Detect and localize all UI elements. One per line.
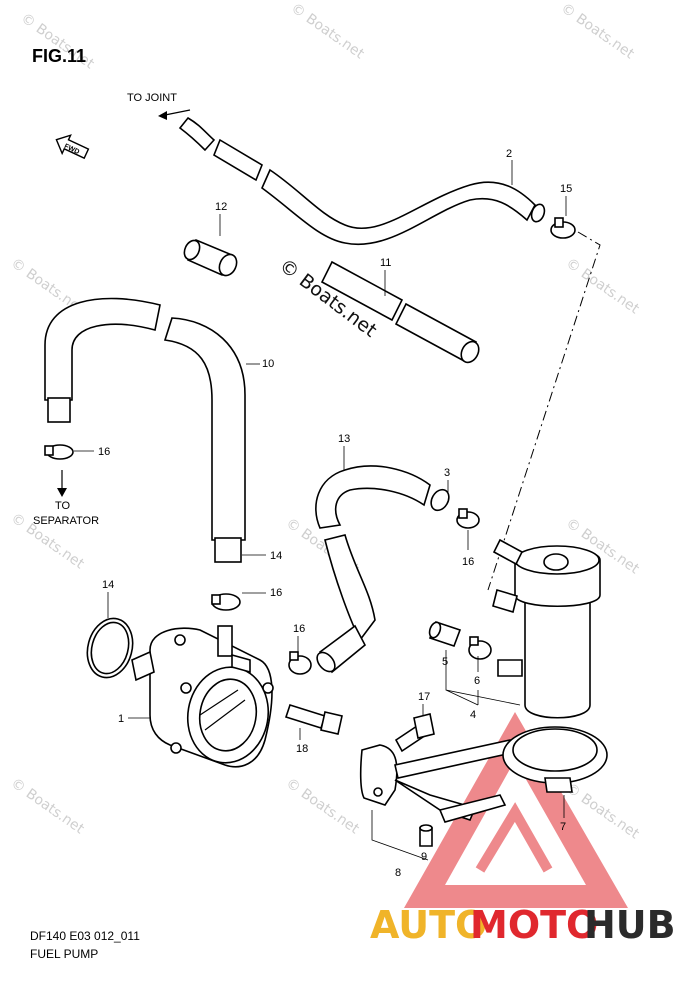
figure-code: DF140 E03 012_011: [30, 929, 140, 943]
fuel-filter: [492, 538, 601, 719]
callout-16: 16: [293, 623, 305, 635]
callout-16: 16: [270, 587, 282, 599]
part-14-o-ring: [86, 617, 134, 679]
figure-name: FUEL PUMP: [30, 947, 98, 961]
callout-15: 14: [270, 550, 282, 562]
part-17-bolt: [394, 713, 435, 753]
callout-9: 9: [421, 851, 427, 863]
logo-text-auto: AUTO: [370, 903, 487, 947]
callout-16: 16: [98, 446, 110, 458]
arrow-head-icon: [158, 111, 167, 120]
watermark-text: © Boats.net: [558, 0, 638, 62]
watermark-text: © Boats.net: [8, 775, 88, 837]
watermark-text: © Boats.net: [288, 0, 368, 62]
watermark-text: © Boats.net: [563, 255, 643, 317]
callout-1: 1: [118, 713, 124, 725]
to-separator-label-1: TO: [55, 500, 71, 512]
callout-11: 11: [380, 257, 391, 269]
callout-10: 10: [262, 358, 274, 370]
figure-title: FIG.11: [32, 46, 86, 66]
to-joint-label: TO JOINT: [127, 92, 177, 104]
watermark-text: © Boats.net: [283, 775, 363, 837]
automotohub-logo: AUTO MOTO HUB: [370, 712, 676, 947]
callout-16: 16: [462, 556, 474, 568]
callout-16: 15: [560, 183, 572, 195]
leader-line: [371, 810, 429, 861]
part-9-spacer: [419, 824, 433, 847]
callout-3: 3: [444, 467, 450, 479]
callout-12: 12: [215, 201, 227, 213]
fwd-arrow-icon: FWD: [55, 134, 90, 160]
part-7-clamp: [502, 726, 608, 793]
logo-inner-chevron: [475, 802, 553, 873]
to-separator-label-2: SEPARATOR: [33, 515, 99, 527]
callout-17: 17: [418, 691, 430, 703]
callout-6: 6: [474, 675, 480, 687]
logo-triangle: [404, 712, 628, 908]
logo-text-hub: HUB: [584, 903, 676, 947]
part-16-clip: [550, 217, 576, 239]
part-11-tube: [320, 260, 480, 364]
part-10-hose: [163, 317, 246, 563]
callout-14: 14: [102, 579, 114, 591]
part-16-clip: [211, 593, 241, 611]
part-1-fuel-pump: [131, 625, 274, 768]
part-12-tube: [183, 238, 238, 277]
part-16-clip: [288, 651, 312, 675]
part-6-clip: [468, 636, 492, 660]
callout-13: 13: [338, 433, 350, 445]
part-13-hose: [315, 465, 450, 674]
part-16-clip: [44, 444, 74, 460]
part-8-bracket: [359, 739, 518, 823]
callout-18: 18: [296, 743, 308, 755]
part-10-left-hose: [44, 297, 161, 423]
part-2-hose: [178, 116, 546, 246]
callout-4: 4: [470, 709, 476, 721]
leader-bracket: [445, 650, 521, 706]
callout-7: 7: [560, 821, 566, 833]
logo-text-moto: MOTO: [470, 903, 598, 947]
callout-5: 5: [442, 656, 448, 668]
dash-leader-line: [487, 231, 601, 591]
callout-8: 8: [395, 867, 401, 879]
callout-2: 2: [506, 148, 512, 160]
part-18-bolt: [284, 704, 343, 735]
arrow-head-icon: [57, 488, 67, 497]
part-5-nozzle: [428, 620, 462, 648]
part-16-clip: [456, 508, 480, 529]
